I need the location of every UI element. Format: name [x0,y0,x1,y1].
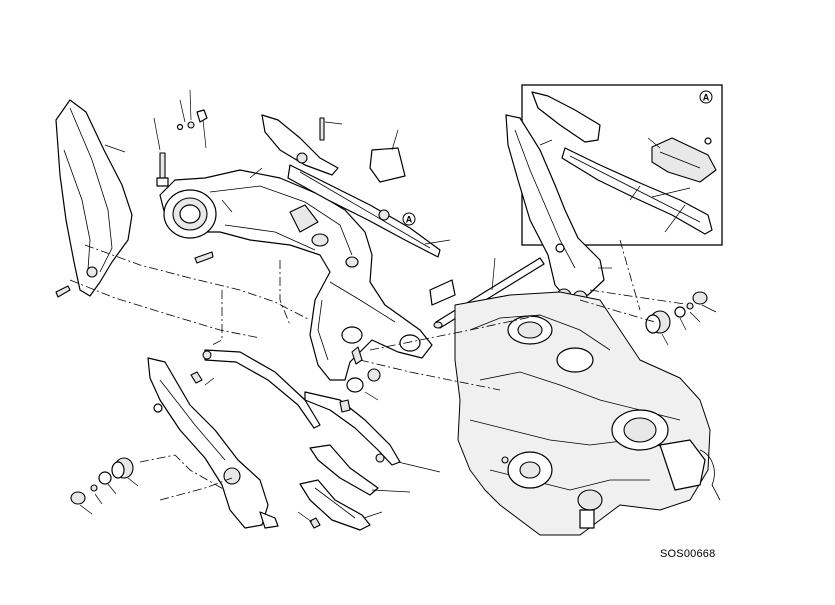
decal-pad [369,129,406,183]
engine [454,291,721,536]
detail-a-marker-label: A [703,93,710,103]
detail-a-chain-guard [531,91,601,143]
lower-chain-guards [297,444,411,531]
assembly-axis-lines [69,239,686,501]
detail-a-ref-label: A [406,215,413,225]
chain-slider [304,391,441,473]
pivot-bushings-right [645,291,717,346]
swingarm-pivot-bolts [346,346,381,401]
pivot-bushings-left [70,457,139,515]
detail-a-screw [704,137,712,145]
detail-a-chain-slider [561,147,713,235]
detail-a-ref-marker [402,212,416,226]
heel-guard-left [190,349,321,429]
rear-hugger-mudguard [55,99,133,298]
detail-a-inset: A [521,84,723,246]
drawing-code: SOS00668 [660,548,716,560]
detail-a-cover [651,137,717,183]
rear-footpeg-bracket-left [147,357,279,529]
swingarm-screw [194,251,214,264]
swingarm [159,167,433,381]
detail-a-marker [699,90,713,104]
chain-guard: A [261,114,451,258]
mudguard-screw [55,285,71,298]
swingarm-bolts [153,89,208,187]
